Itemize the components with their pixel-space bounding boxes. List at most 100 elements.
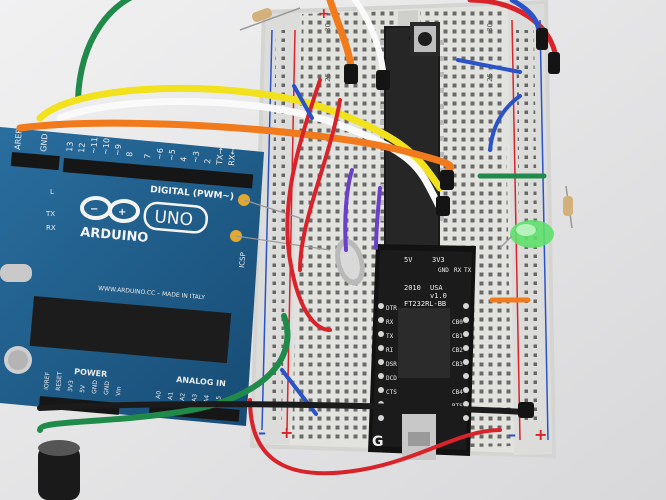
ftdi-3v3-label: 3V3	[432, 256, 445, 264]
analog-pin-a0: A0	[155, 390, 163, 399]
ftdi-version: v1.0	[430, 292, 447, 300]
wire-red-2	[298, 98, 342, 272]
ftdi-pin-dsr: DSR	[386, 361, 397, 368]
analog-pin-a5: A5	[215, 395, 223, 404]
ftdi-pin-cb0: CB0	[452, 319, 463, 326]
pin-label-0: RX←0	[227, 143, 238, 167]
plus-marker-bottom-right: +	[534, 425, 547, 444]
power-pin-reset: RESET	[55, 371, 64, 391]
wire-purple-1	[343, 168, 354, 252]
pin-label-10: ~10	[101, 138, 111, 156]
ftdi-pin-cb1: CB1	[452, 333, 463, 340]
pin-label-11: ~11	[89, 137, 99, 155]
power-pin-vin: Vin	[115, 386, 123, 396]
ft232rl-chip	[398, 308, 450, 378]
pin-label-4: 4	[179, 156, 188, 162]
uno-logo: UNO	[143, 201, 209, 234]
analog-pin-a4: A4	[203, 394, 211, 403]
arduino-brand-text: ARDUINO	[80, 225, 149, 246]
arduino-uno-board: 13 12 ~11 ~10 ~9 8 7 ~6 ~5 4 ~3 2 TX→1 R…	[0, 126, 264, 426]
wire-connector-ends	[344, 28, 560, 418]
ftdi-year: 2010	[404, 284, 421, 292]
ftdi-rx-pin-label: RX	[454, 267, 462, 274]
jumper-wires	[16, 0, 559, 476]
svg-text:+: +	[118, 207, 126, 218]
ftdi-breakout-board: FT232RL-BB 2010 USA v1.0 5V 3V3 GND RX T…	[368, 244, 476, 460]
pin-label-6: ~6	[155, 148, 165, 161]
row-number-25: 25	[324, 73, 332, 82]
power-pin-gnd-2: GND	[103, 380, 111, 395]
rx-led-label: RX	[46, 224, 56, 232]
wire-purple-2	[374, 186, 382, 250]
pin-label-7: 7	[143, 153, 152, 159]
ftdi-pin-cts: CTS	[386, 389, 397, 396]
ftdi-5v-label: 5V	[404, 256, 413, 264]
plus-marker-top: +	[318, 6, 330, 22]
crystal-oscillator	[335, 238, 365, 286]
wire-green-top	[75, 0, 133, 103]
wire-blue-2	[456, 58, 522, 74]
power-pin-5v: 5V	[79, 384, 87, 393]
row-number-30: 30	[324, 23, 332, 32]
tx-led-label: TX	[45, 210, 55, 218]
ftdi-country: USA	[430, 284, 443, 292]
ftdi-pin-rx: RX	[386, 319, 394, 326]
minus-marker-bottom-right: –	[508, 425, 516, 444]
pin-label-3: ~3	[191, 151, 201, 164]
pin-label-9: ~9	[113, 144, 123, 157]
aref-label: AREF	[13, 128, 24, 150]
svg-text:UNO: UNO	[154, 207, 194, 230]
pin-label-1: TX→1	[215, 142, 226, 166]
wire-green-bottom	[37, 313, 291, 433]
ftdi-pin-cb3: CB3	[452, 361, 463, 368]
power-pin-ioref: IOREF	[43, 371, 52, 390]
ftdi-chip-label: FT232RL-BB	[404, 300, 446, 308]
power-pin-3v3: 3V3	[67, 380, 75, 392]
ftdi-gnd-pin-label: GND	[438, 267, 449, 274]
wire-black-bottom	[37, 401, 531, 415]
reset-pushbutton	[410, 22, 440, 56]
minus-marker-bottom-left: –	[258, 423, 266, 442]
ceramic-capacitors	[230, 194, 331, 251]
onboard-crystal	[0, 264, 32, 282]
ftdi-pin-cb4: CB4	[452, 389, 463, 396]
power-pin-gnd-1: GND	[91, 379, 99, 394]
row-number-right-30: 30	[486, 23, 494, 32]
wire-red-bottom	[248, 398, 502, 476]
ftdi-pin-ri: RI	[386, 347, 394, 354]
ftdi-g-label: G	[372, 434, 384, 450]
arduino-atmega-chip	[29, 295, 232, 364]
ftdi-tx-pin-label: TX	[464, 267, 472, 274]
icsp-label: ICSP	[238, 252, 247, 268]
wire-red-1	[285, 78, 332, 332]
aref-header	[10, 152, 60, 171]
green-led	[499, 220, 554, 249]
power-label: POWER	[74, 367, 108, 379]
wire-blue-3	[488, 94, 522, 152]
resistor-top	[239, 7, 301, 31]
pin-label-12: 12	[77, 142, 87, 153]
pin-label-13: 13	[65, 141, 75, 152]
analog-pin-a1: A1	[167, 391, 175, 400]
analog-pin-a3: A3	[191, 393, 199, 402]
ftdi-pin-cb2: CB2	[452, 347, 463, 354]
analog-pin-a2: A2	[179, 392, 187, 401]
ftdi-pin-dcd: DCD	[386, 375, 397, 382]
ftdi-pin-dtr: DTR	[386, 305, 397, 312]
pin-label-8: 8	[125, 151, 134, 157]
resistor-right	[563, 185, 573, 229]
digital-header	[62, 158, 254, 189]
plus-marker-bottom-left: +	[280, 423, 293, 442]
pin-label-5: ~5	[167, 149, 177, 162]
wire-blue-4	[292, 84, 314, 120]
row-number-right-25: 25	[486, 73, 494, 82]
l-led-label: L	[50, 188, 54, 196]
wire-orange	[16, 119, 455, 182]
pin-label-2: 2	[203, 158, 212, 164]
svg-text:−: −	[90, 204, 98, 215]
gnd-label: GND	[39, 133, 50, 152]
analog-in-label: ANALOG IN	[176, 375, 226, 388]
arduino-infinity-logo: − +	[80, 196, 140, 223]
